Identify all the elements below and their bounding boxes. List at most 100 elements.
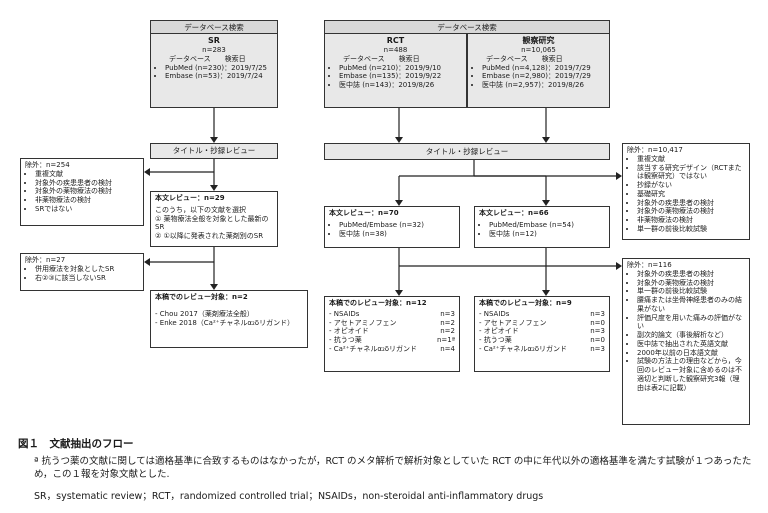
drug-class: - オピオイド — [479, 327, 519, 336]
full-review-item: PubMed/Embase (n=32) — [339, 221, 455, 230]
exclusion-item: 単一群の前後比較試験 — [637, 225, 745, 234]
drug-row: - アセトアミノフェン n=2 — [329, 319, 455, 328]
obs-source-item: Embase (n=2,980)：2019/7/29 — [482, 72, 605, 81]
drug-class: - Ca²⁺チャネルα₂δリガンド — [479, 344, 568, 353]
target-obs-head: 本稿でのレビュー対象：n=9 — [479, 299, 572, 307]
drug-class: - Ca²⁺チャネルα₂δリガンド — [329, 344, 418, 353]
sr-label: SR — [208, 36, 220, 45]
drug-class: - NSAIDs — [329, 309, 360, 318]
full-review-sr-line: このうち，以下の文献を選択 — [155, 205, 246, 214]
exclusion-item: 医中誌で抽出された英語文献 — [637, 340, 745, 349]
exclusion-item: 評価尺度を用いた痛みの評価がない — [637, 314, 745, 332]
full-review-sr-line: ② ①以降に発表された薬剤別のSR — [155, 232, 264, 240]
drug-row: - Ca²⁺チャネルα₂δリガンド n=4 — [329, 345, 455, 354]
drug-count: n=0 — [590, 336, 605, 344]
drug-count: n=2 — [440, 318, 455, 327]
full-review-sr-head: 本文レビュー：n=29 — [155, 194, 225, 202]
target-sr-box: 本稿でのレビュー対象：n=2 - Chou 2017（薬剤療法全般） - Enk… — [150, 290, 308, 348]
exclusion-item: 2000年以前の日本語文献 — [637, 349, 745, 358]
target-sr-item: Chou 2017（薬剤療法全般） — [159, 309, 254, 318]
drug-class: - 抗うつ薬 — [329, 336, 362, 344]
full-review-sr-box: 本文レビュー：n=29 このうち，以下の文献を選択 ① 薬物療法全般を対象とした… — [150, 191, 278, 247]
sr-col-db: データベース — [169, 54, 211, 63]
exclusion-item: 試験の方法上の理由などから，今回のレビュー対象に含めるのは不適切と判断した観察研… — [637, 357, 745, 392]
obs-source-item: PubMed (n=4,128)：2019/7/29 — [482, 64, 605, 73]
obs-source-item: 医中誌 (n=2,957)：2019/8/26 — [482, 81, 605, 90]
drug-row: - NSAIDs n=3 — [479, 310, 605, 319]
drug-class: - オピオイド — [329, 327, 369, 336]
exclusion-item: 腰痛または坐骨神経患者のみの結果がない — [637, 296, 745, 314]
obs-col-db: データベース — [486, 54, 528, 63]
full-review-item: 医中誌 (n=38) — [339, 230, 455, 239]
exclusion-116-head: 除外：n=116 — [627, 261, 672, 269]
drug-row: - オピオイド n=3 — [479, 327, 605, 336]
drug-class: - アセトアミノフェン — [329, 318, 397, 327]
full-review-rct-box: 本文レビュー：n=70 PubMed/Embase (n=32) 医中誌 (n=… — [324, 206, 460, 248]
exclusion-item: 基礎研究 — [637, 190, 745, 199]
full-review-item: 医中誌 (n=12) — [489, 230, 605, 239]
drug-count: n=4 — [440, 344, 455, 353]
target-rct-box: 本稿でのレビュー対象：n=12 - NSAIDs n=3 - アセトアミノフェン n=… — [324, 296, 460, 372]
exclusion-item: 対象外の疾患患者の検討 — [637, 270, 745, 279]
exclusion-item: 対象外の疾患患者の検討 — [35, 179, 139, 188]
exclusion-item: SRではない — [35, 205, 139, 214]
exclusion-item: 対象外の疾患患者の検討 — [637, 199, 745, 208]
exclusion-item: 非薬物療法の検討 — [35, 196, 139, 205]
target-sr-item: Enke 2018（Ca²⁺チャネルα₂δリガンド） — [159, 318, 295, 327]
figure-caption-abbreviations: SR，systematic review；RCT，randomized cont… — [34, 491, 544, 502]
drug-count: n=3 — [440, 309, 455, 318]
obs-count: n=10,065 — [521, 46, 556, 54]
exclusion-item: 対象外の薬物療法の検討 — [637, 279, 745, 288]
sr-source-item: Embase (n=53)：2019/7/24 — [165, 72, 273, 81]
exclusion-27-box: 除外：n=27 併用療法を対象としたSR 右②③に該当しないSR — [20, 253, 144, 291]
figure-caption-title: 図１ 文献抽出のフロー — [18, 438, 134, 450]
rct-source-item: 医中誌 (n=143)：2019/8/26 — [339, 81, 462, 90]
exclusion-item: 非薬物療法の検討 — [637, 216, 745, 225]
exclusion-item: 対象外の薬物療法の検討 — [35, 187, 139, 196]
exclusion-item: 併用療法を対象としたSR — [35, 265, 139, 274]
drug-count: n=2 — [440, 327, 455, 336]
drug-row: - 抗うつ薬 n=0 — [479, 336, 605, 345]
exclusion-10417-box: 除外：n=10,417 重複文献 該当する研究デザイン（RCTまたは観察研究）で… — [622, 143, 750, 240]
drug-count: n=3 — [590, 309, 605, 318]
drug-row: - オピオイド n=2 — [329, 327, 455, 336]
db-search-header-right: データベース検索 — [324, 20, 610, 34]
rct-source-item: PubMed (n=210)：2019/9/10 — [339, 64, 462, 73]
exclusion-254-box: 除外：n=254 重複文献 対象外の疾患患者の検討 対象外の薬物療法の検討 非薬… — [20, 158, 144, 226]
full-review-obs-head: 本文レビュー：n=66 — [479, 209, 549, 217]
exclusion-item: 重複文献 — [35, 170, 139, 179]
exclusion-item: 単一群の前後比較試験 — [637, 287, 745, 296]
obs-col-date: 検索日 — [541, 54, 563, 63]
exclusion-item: 右②③に該当しないSR — [35, 274, 139, 283]
drug-count: n=3 — [590, 344, 605, 353]
exclusion-item: 該当する研究デザイン（RCTまたは観察研究）ではない — [637, 164, 745, 182]
full-review-item: PubMed/Embase (n=54) — [489, 221, 605, 230]
drug-class: - NSAIDs — [479, 309, 510, 318]
db-search-header-left: データベース検索 — [150, 20, 278, 34]
full-review-sr-line: ① 薬物療法全般を対象とした最新のSR — [155, 214, 269, 232]
rct-col-db: データベース — [343, 54, 385, 63]
drug-count: n=3 — [590, 327, 605, 336]
title-review-right: タイトル・抄録レビュー — [324, 143, 610, 160]
sr-source-item: PubMed (n=230)：2019/7/25 — [165, 64, 273, 73]
drug-count: n=1ª — [436, 336, 455, 344]
drug-class: - 抗うつ薬 — [479, 336, 512, 344]
drug-row: - NSAIDs n=3 — [329, 310, 455, 319]
exclusion-item: 対象外の薬物療法の検討 — [637, 207, 745, 216]
rct-col-date: 検索日 — [398, 54, 420, 63]
rct-label: RCT — [386, 36, 405, 45]
target-rct-head: 本稿でのレビュー対象：n=12 — [329, 299, 427, 307]
exclusion-254-head: 除外：n=254 — [25, 161, 70, 169]
drug-count: n=0 — [590, 318, 605, 327]
rct-source-item: Embase (n=135)：2019/9/22 — [339, 72, 462, 81]
exclusion-10417-head: 除外：n=10,417 — [627, 146, 683, 154]
full-review-obs-box: 本文レビュー：n=66 PubMed/Embase (n=54) 医中誌 (n=… — [474, 206, 610, 248]
exclusion-item: 重複文献 — [637, 155, 745, 164]
full-review-rct-head: 本文レビュー：n=70 — [329, 209, 399, 217]
drug-row: - Ca²⁺チャネルα₂δリガンド n=3 — [479, 345, 605, 354]
